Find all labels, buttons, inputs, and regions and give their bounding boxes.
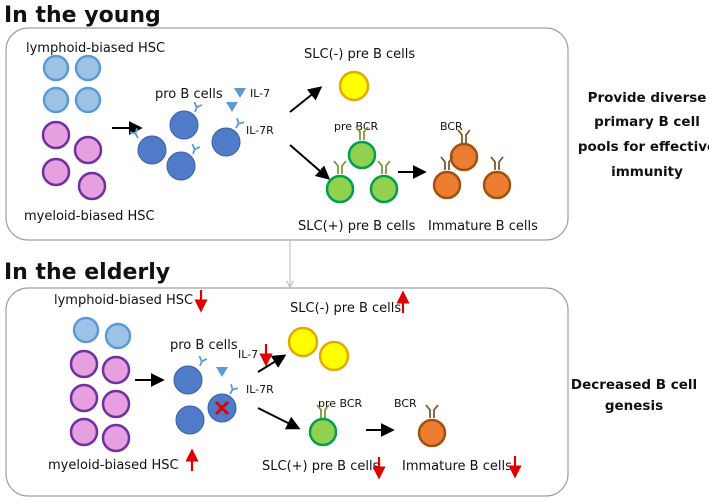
elderly-outcome-line-2: genesis — [605, 398, 663, 414]
pre-bcr-receptor — [316, 404, 330, 418]
elderly-lymphoid-hsc-label: lymphoid-biased HSC — [54, 293, 193, 308]
young-pro-b-label: pro B cells — [155, 87, 223, 102]
elderly-il7-triangle — [216, 367, 228, 377]
lymphoid-hsc-cell — [72, 316, 100, 344]
young-il7-label: IL-7 — [250, 87, 270, 100]
elderly-pre-bcr-label: pre BCR — [318, 397, 363, 410]
il7r-receptor — [235, 117, 245, 129]
young-panel — [5, 27, 569, 241]
elderly-arrow-to-slc-pos — [257, 407, 301, 430]
elderly-slc-pos-label: SLC(+) pre B cells — [262, 459, 380, 474]
myeloid-hsc-cell — [101, 355, 131, 385]
elderly-bcr-label: BCR — [394, 397, 417, 410]
myeloid-hsc-cell — [69, 383, 99, 413]
elderly-arrow-to-slc-neg — [257, 354, 287, 373]
il7r-receptor — [191, 143, 201, 155]
immature-b-cell — [449, 142, 479, 172]
elderly-immature-label: Immature B cells — [402, 459, 512, 474]
bcr-receptor — [490, 156, 504, 170]
young-slc-pos-label: SLC(+) pre B cells — [298, 219, 416, 234]
il7r-receptor — [129, 127, 139, 139]
elderly-immature-cell — [417, 404, 447, 448]
elderly-il7-label: IL-7 — [238, 348, 258, 361]
elderly-pro-b-cluster — [173, 355, 239, 435]
slc-pos-cell — [325, 174, 355, 204]
slc-neg-cell — [287, 326, 319, 358]
elderly-hsc-cluster — [69, 316, 132, 453]
bcr-receptor — [425, 404, 439, 418]
pro-b-cell — [137, 135, 167, 165]
young-outcome-line-1: Provide diverse — [588, 90, 707, 106]
myeloid-hsc-cell — [41, 157, 71, 187]
slc-pos-cell — [369, 174, 399, 204]
myeloid-hsc-cell — [41, 120, 71, 150]
young-bcr-label: BCR — [440, 120, 463, 133]
young-slc-neg-label: SLC(-) pre B cells — [304, 47, 415, 62]
elderly-outcome: Decreased B cell genesis — [571, 377, 697, 414]
young-immature-label: Immature B cells — [428, 219, 538, 234]
young-pro-b-cluster — [129, 101, 245, 181]
young-pre-bcr-label: pre BCR — [334, 120, 379, 133]
il7-triangle — [234, 88, 246, 98]
il7-triangle — [226, 102, 238, 112]
young-outcome-line-4: immunity — [611, 164, 683, 180]
elderly-slc-neg-cluster — [287, 326, 350, 372]
il7-triangle — [216, 367, 228, 377]
lymphoid-hsc-cell — [42, 54, 70, 82]
slc-neg-cell — [318, 340, 350, 372]
elderly-outcome-line-1: Decreased B cell — [571, 377, 697, 393]
lymphoid-hsc-cell — [74, 54, 102, 82]
il7r-receptor — [193, 101, 203, 113]
young-lymphoid-hsc-label: lymphoid-biased HSC — [26, 41, 165, 56]
il7r-receptor — [229, 383, 239, 395]
myeloid-hsc-cell — [69, 349, 99, 379]
lymphoid-hsc-cell — [74, 86, 102, 114]
young-il7-triangles — [226, 88, 246, 112]
elderly-pro-b-label: pro B cells — [170, 338, 238, 353]
slc-neg-cell — [338, 70, 370, 102]
young-outcome-line-3: pools for effective — [578, 139, 709, 155]
immature-b-cell — [432, 170, 462, 200]
pro-b-cell — [175, 405, 205, 435]
young-il7r-label: IL-7R — [246, 124, 274, 137]
slc-pos-cell — [347, 140, 377, 170]
bcr-receptor — [457, 129, 471, 143]
blocked-x-icon — [214, 400, 230, 416]
young-immature-cluster — [432, 129, 512, 200]
pre-bcr-receptor — [377, 160, 391, 174]
young-slc-pos-cluster — [325, 126, 399, 204]
young-arrow-to-slc-neg — [289, 86, 323, 113]
pre-bcr-receptor — [333, 160, 347, 174]
elderly-il7r-label: IL-7R — [246, 383, 274, 396]
myeloid-hsc-cell — [69, 417, 99, 447]
myeloid-hsc-cell — [101, 389, 131, 419]
pre-bcr-receptor — [355, 126, 369, 140]
myeloid-hsc-cell — [73, 135, 103, 165]
myeloid-hsc-cell — [77, 171, 107, 201]
young-title: In the young — [4, 3, 161, 28]
slc-pos-cell — [308, 417, 338, 447]
pro-b-cell — [211, 127, 241, 157]
il7r-receptor — [198, 355, 208, 367]
young-outcome: Provide diverse primary B cell pools for… — [578, 90, 709, 180]
young-slc-neg-cell — [338, 70, 370, 102]
lymphoid-hsc-cell — [104, 322, 132, 350]
myeloid-hsc-cell — [101, 423, 131, 453]
immature-b-cell — [417, 418, 447, 448]
young-outcome-line-2: primary B cell — [594, 114, 700, 130]
elderly-myeloid-hsc-label: myeloid-biased HSC — [48, 458, 179, 473]
lymphoid-hsc-cell — [42, 86, 70, 114]
bcr-receptor — [440, 156, 454, 170]
immature-b-cell — [482, 170, 512, 200]
young-myeloid-hsc-label: myeloid-biased HSC — [24, 209, 155, 224]
elderly-slc-pos-cell — [308, 404, 338, 447]
pro-b-cell — [169, 110, 199, 140]
young-hsc-cluster — [41, 54, 107, 201]
elderly-slc-neg-label: SLC(-) pre B cells — [290, 301, 401, 316]
young-arrow-to-slc-pos — [289, 144, 331, 180]
pro-b-cell — [173, 365, 203, 395]
pro-b-cell — [166, 151, 196, 181]
elderly-title: In the elderly — [4, 260, 170, 285]
